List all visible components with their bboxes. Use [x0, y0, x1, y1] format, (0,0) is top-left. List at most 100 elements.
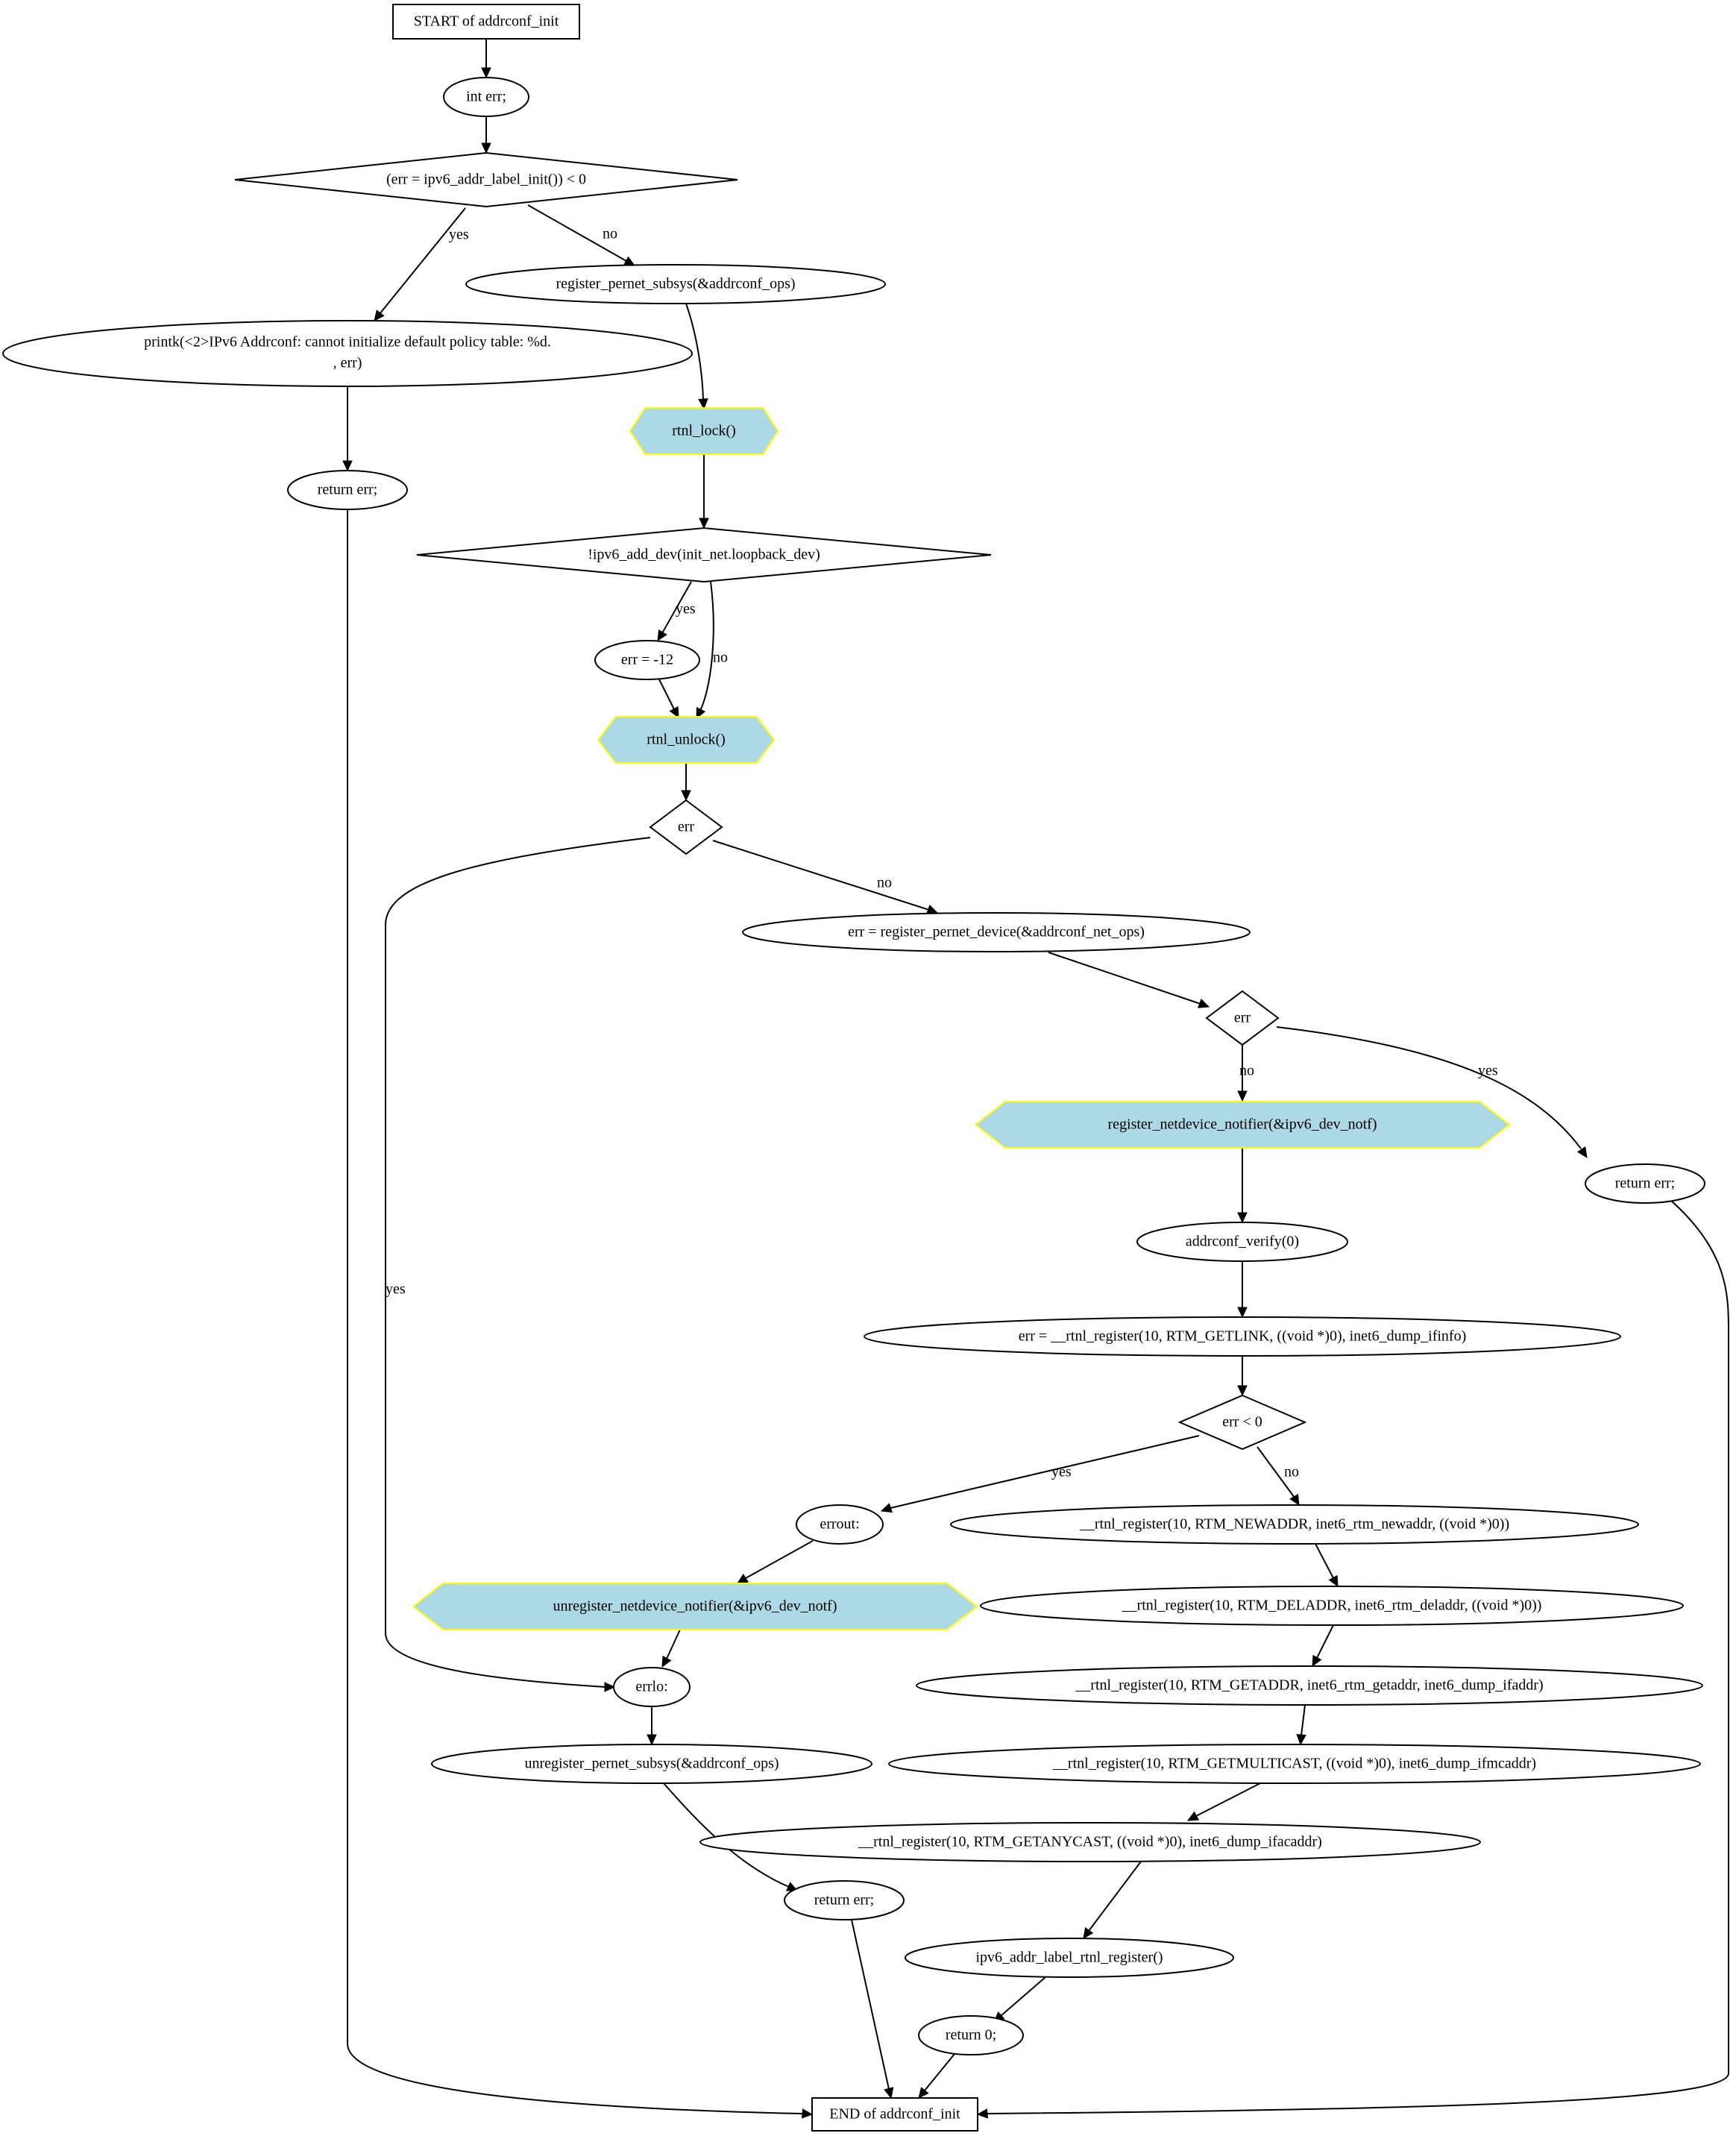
- edge-label-no: no: [1284, 1464, 1299, 1480]
- arrowhead: [681, 790, 691, 802]
- node-start: START of addrconf_init: [392, 4, 580, 40]
- node-label: int err;: [466, 89, 506, 105]
- hexagon-shape: [974, 1101, 1511, 1149]
- edge-line: [712, 840, 930, 911]
- edge-cond_err_lt0-to-rtnl_newaddr: no: [1257, 1446, 1300, 1507]
- arrowhead: [1237, 1385, 1248, 1397]
- diamond-shape: [1205, 990, 1280, 1046]
- node-label: return err;: [318, 482, 378, 498]
- node-label: register_netdevice_notifier(&ipv6_dev_no…: [1108, 1116, 1377, 1133]
- diamond-shape: [234, 151, 738, 208]
- arrowhead: [1296, 1733, 1306, 1746]
- ellipse-shape: [742, 912, 1251, 952]
- node-label: err: [678, 819, 695, 835]
- edge-line: [347, 509, 804, 2114]
- arrowhead: [604, 1682, 616, 1692]
- edge-label-no: no: [713, 650, 728, 666]
- node-cond_add_dev: !ipv6_add_dev(init_net.loopback_dev): [416, 527, 992, 583]
- node-label: rtnl_unlock(): [647, 732, 726, 748]
- node-label: return 0;: [946, 2027, 996, 2044]
- edge-return_err_3-to-end: [851, 1919, 894, 2099]
- node-return_0: return 0;: [918, 2015, 1024, 2055]
- node-label: !ipv6_add_dev(init_net.loopback_dev): [588, 547, 820, 563]
- edge-label-yes: yes: [1051, 1464, 1072, 1480]
- node-label: return err;: [814, 1892, 875, 1909]
- node-label: err = __rtnl_register(10, RTM_GETLINK, (…: [1019, 1328, 1467, 1345]
- arrowhead: [1083, 1927, 1094, 1939]
- edge-label-yes: yes: [386, 1281, 406, 1298]
- node-rtnl_newaddr: __rtnl_register(10, RTM_NEWADDR, inet6_r…: [950, 1504, 1639, 1545]
- node-unregister_notifier: unregister_netdevice_notifier(&ipv6_dev_…: [412, 1583, 978, 1630]
- edge-cond_err_1-to-register_device: no: [712, 840, 939, 914]
- edge-cond_label_init-to-printk: yes: [374, 207, 469, 321]
- edge-cond_add_dev-to-err_minus12: yes: [657, 581, 696, 642]
- edge-line: [745, 1540, 814, 1579]
- node-label: __rtnl_register(10, RTM_GETANYCAST, ((vo…: [858, 1834, 1322, 1850]
- arrowhead: [1197, 999, 1210, 1008]
- edge-cond_err_1-to-errlo: yes: [385, 837, 651, 1692]
- node-label: rtnl_lock(): [672, 423, 736, 439]
- ellipse-shape: [1585, 1163, 1705, 1204]
- node-label: __rtnl_register(10, RTM_GETMULTICAST, ((…: [1052, 1756, 1536, 1772]
- edge-int_err-to-cond_label_init: [481, 116, 491, 154]
- node-rtnl_getaddr: __rtnl_register(10, RTM_GETADDR, inet6_r…: [916, 1665, 1703, 1706]
- edge-line: [658, 679, 675, 710]
- diamond-shape: [649, 799, 723, 855]
- edge-line: [1316, 1624, 1334, 1659]
- arrowhead: [1328, 1574, 1339, 1588]
- node-label: errout:: [820, 1516, 859, 1533]
- edge-line: [1000, 1976, 1046, 2017]
- ellipse-shape: [1136, 1222, 1348, 1262]
- edge-start-to-int_err: [481, 39, 491, 79]
- edge-errlo-to-unregister_subsys: [647, 1706, 657, 1746]
- node-label-line-2: , err): [333, 355, 362, 371]
- edge-line: [699, 581, 714, 712]
- edge-line: [685, 303, 704, 400]
- arrowhead: [374, 310, 385, 321]
- arrowhead: [699, 518, 709, 530]
- node-register_notifier: register_netdevice_notifier(&ipv6_dev_no…: [974, 1101, 1511, 1149]
- ellipse-shape: [443, 77, 529, 117]
- ellipse-shape: [916, 1665, 1703, 1706]
- node-label: return err;: [1615, 1175, 1676, 1192]
- edge-cond_err_lt0-to-errout: yes: [880, 1435, 1200, 1513]
- edge-line: [851, 1919, 890, 2090]
- node-end: END of addrconf_init: [811, 2097, 978, 2132]
- arrowhead: [1312, 1654, 1322, 1668]
- arrowhead: [481, 142, 491, 154]
- edge-line: [1301, 1704, 1306, 1736]
- arrowhead: [1186, 1811, 1200, 1821]
- ellipse-shape: [980, 1586, 1684, 1626]
- arrowhead: [698, 398, 708, 410]
- node-cond_err_2: err: [1205, 990, 1280, 1046]
- node-label_rtnl_register: ipv6_addr_label_rtnl_register(): [905, 1938, 1234, 1978]
- edge-return_0-to-end: [918, 2053, 955, 2099]
- edge-return_err_1-to-end: [347, 509, 814, 2119]
- edge-register_subsys-to-rtnl_lock: [685, 303, 708, 410]
- edge-line: [1088, 1861, 1142, 1932]
- edge-register_notifier-to-verify: [1237, 1148, 1248, 1224]
- ellipse-shape: [699, 1822, 1481, 1862]
- arrowhead: [1237, 1090, 1248, 1102]
- ellipse-shape: [888, 1744, 1701, 1784]
- ellipse-shape: [950, 1504, 1639, 1545]
- arrowhead: [918, 2087, 929, 2099]
- edge-cond_err_2-to-register_notifier: no: [1237, 1045, 1254, 1102]
- edge-cond_err_2-to-return_err_2: yes: [1276, 1026, 1588, 1158]
- node-return_err_3: return err;: [784, 1880, 905, 1920]
- edge-rtnl_newaddr-to-rtnl_deladdr: [1315, 1543, 1339, 1588]
- edge-label-no: no: [1239, 1063, 1254, 1079]
- node-label: err: [1234, 1010, 1251, 1026]
- arrowhead: [884, 2087, 894, 2099]
- diamond-shape: [1177, 1394, 1307, 1451]
- box-shape: [392, 4, 580, 40]
- node-label: END of addrconf_init: [829, 2106, 960, 2123]
- node-rtnl_lock: rtnl_lock(): [629, 407, 779, 455]
- hexagon-shape: [412, 1583, 978, 1630]
- edge-rtnl_getanycast-to-label_rtnl_register: [1083, 1861, 1142, 1939]
- edge-label-yes: yes: [1478, 1063, 1498, 1079]
- edge-cond_add_dev-to-rtnl_unlock: no: [696, 581, 728, 720]
- arrowhead: [1576, 1146, 1588, 1158]
